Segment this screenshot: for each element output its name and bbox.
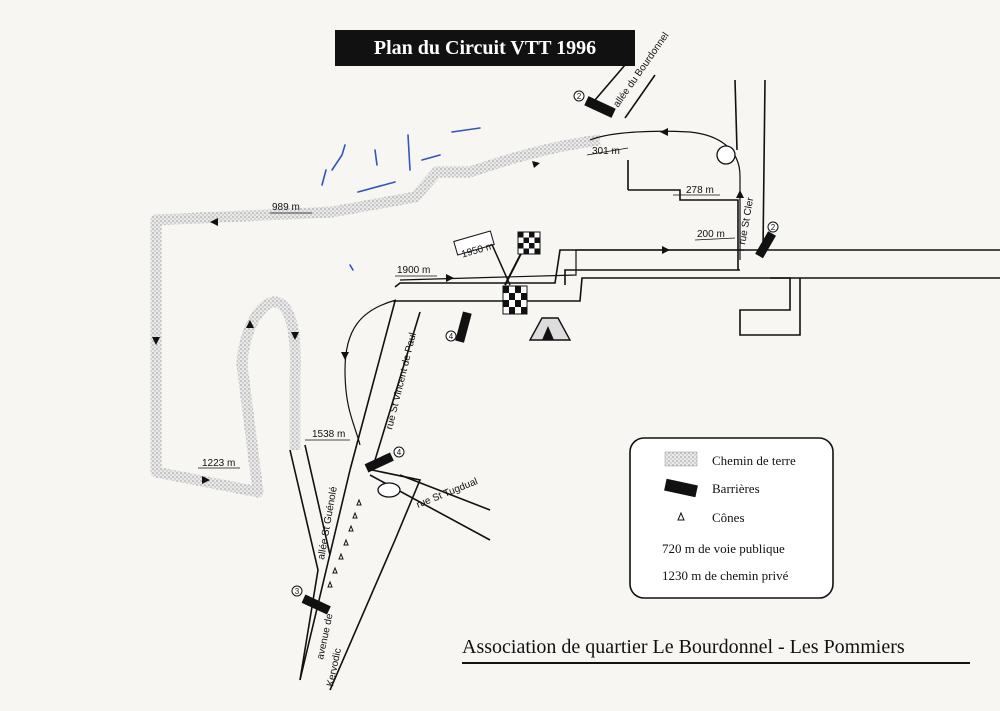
legend-barriers: Barrières bbox=[712, 481, 760, 496]
barrier-number: 2 bbox=[577, 92, 582, 101]
legend bbox=[629, 437, 834, 599]
street-tugdual: rue St Tugdual bbox=[415, 476, 479, 511]
dirt-path bbox=[150, 134, 601, 498]
street-guenole: allée St Guénolé bbox=[316, 485, 340, 560]
distance-278: 278 m bbox=[686, 185, 714, 196]
barrier-numbers bbox=[291, 90, 779, 597]
cone-icons bbox=[327, 498, 362, 588]
roundabout-top bbox=[716, 145, 736, 165]
footer-underline bbox=[462, 662, 970, 664]
barrier-number: 4 bbox=[449, 332, 454, 341]
distance-989: 989 m bbox=[272, 202, 300, 213]
course-arrows bbox=[152, 128, 744, 484]
distance-1223: 1223 m bbox=[202, 458, 235, 469]
barrier-number: 3 bbox=[295, 587, 300, 596]
legend-dirt: Chemin de terre bbox=[712, 453, 796, 468]
legend-public: 720 m de voie publique bbox=[662, 541, 785, 556]
legend-private: 1230 m de chemin privé bbox=[662, 568, 789, 583]
barrier-number: 2 bbox=[771, 223, 776, 232]
distance-301: 301 m bbox=[592, 146, 620, 157]
finish-line bbox=[502, 285, 528, 315]
street-vincent-de-paul: rue St Vincent de Paul bbox=[384, 332, 419, 431]
street-kervodic-2: Kervodic bbox=[325, 647, 344, 687]
map-title: Plan du Circuit VTT 1996 bbox=[335, 30, 635, 66]
association-footer: Association de quartier Le Bourdonnel - … bbox=[462, 636, 905, 658]
tent-icon bbox=[528, 317, 572, 341]
streets bbox=[289, 64, 1000, 691]
barrier-number: 4 bbox=[397, 448, 402, 457]
roundabout-bottom bbox=[377, 482, 401, 498]
checkered-flags-icon bbox=[453, 230, 541, 286]
distance-1538: 1538 m bbox=[312, 429, 345, 440]
distance-markers bbox=[198, 147, 736, 469]
course-line bbox=[344, 130, 744, 446]
distance-1900: 1900 m bbox=[397, 265, 430, 276]
barrier-icon bbox=[301, 96, 776, 615]
legend-cones: Cônes bbox=[712, 510, 745, 525]
distance-200: 200 m bbox=[697, 229, 725, 240]
pen-scribbles bbox=[321, 127, 481, 271]
